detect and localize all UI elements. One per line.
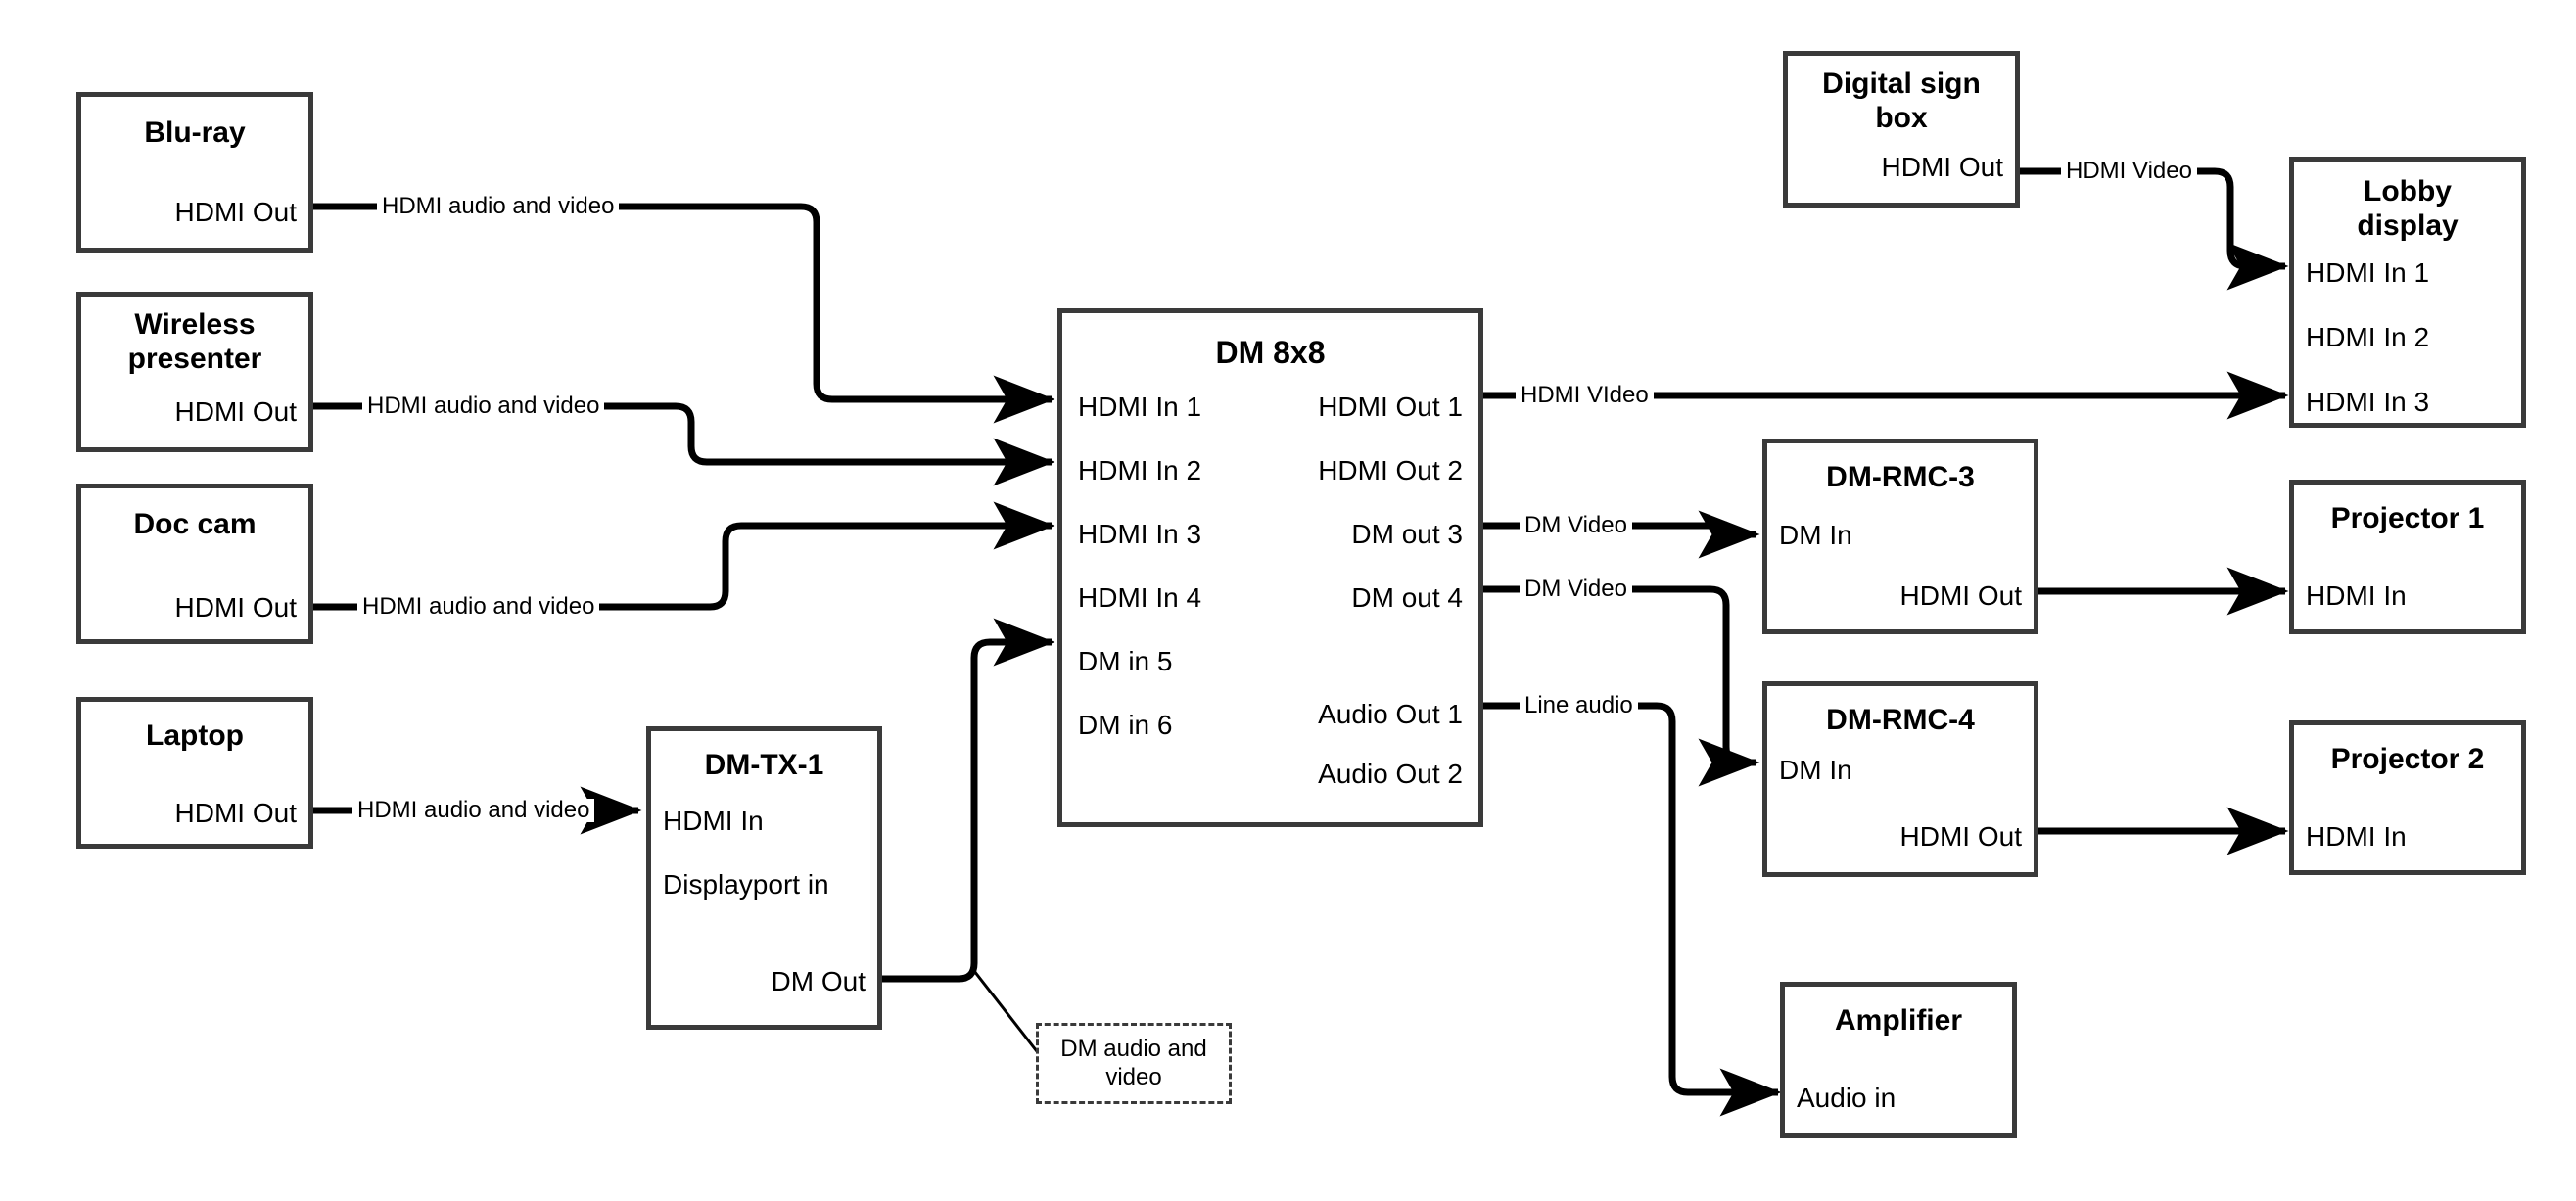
port-dmrmc3-dm-in: DM In (1779, 520, 1852, 550)
port-dm8x8-dm-in-6: DM in 6 (1078, 710, 1173, 740)
port-dm8x8-dm-out-3: DM out 3 (1351, 519, 1463, 549)
node-wireless-presenter[interactable]: Wireless presenter HDMI Out (76, 292, 313, 452)
port-dmrmc4-hdmi-out: HDMI Out (1899, 821, 2022, 852)
node-digital-sign-box-title: Digital sign box (1822, 68, 1981, 134)
node-dm-8x8[interactable]: DM 8x8 HDMI In 1 HDMI In 2 HDMI In 3 HDM… (1057, 308, 1483, 827)
node-dm-rmc-3[interactable]: DM-RMC-3 DM In HDMI Out (1762, 439, 2038, 634)
port-dmtx1-hdmi-in: HDMI In (663, 806, 764, 836)
node-laptop-title: Laptop (146, 719, 244, 752)
node-dm-8x8-title: DM 8x8 (1215, 335, 1326, 370)
wire-label-bluray-to-dm: HDMI audio and video (377, 195, 620, 218)
port-wireless-hdmi-out: HDMI Out (174, 396, 297, 427)
wire-digitalsign-to-lobby (2020, 167, 2289, 291)
node-lobby-display-title: Lobby display (2357, 175, 2459, 242)
node-projector-2[interactable]: Projector 2 HDMI In (2289, 720, 2526, 875)
wire-label-wireless-to-dm: HDMI audio and video (362, 394, 605, 418)
node-projector-2-title: Projector 2 (2330, 743, 2485, 775)
port-dm8x8-dm-in-5: DM in 5 (1078, 646, 1173, 676)
port-dmtx1-dm-out: DM Out (771, 966, 866, 996)
node-amplifier-title: Amplifier (1834, 1004, 1963, 1037)
port-dmrmc4-dm-in: DM In (1779, 755, 1852, 785)
port-dm8x8-dm-out-4: DM out 4 (1351, 582, 1463, 613)
node-bluray[interactable]: Blu-ray HDMI Out (76, 92, 313, 253)
wire-callout-leader (972, 970, 1042, 1056)
wire-wireless-to-dm8x8 (313, 402, 1055, 486)
wire-bluray-to-dm8x8 (313, 203, 1055, 424)
port-dmrmc3-hdmi-out: HDMI Out (1899, 580, 2022, 611)
callout-dm-audio-and-video: DM audio and video (1036, 1023, 1232, 1104)
wire-dmout4-to-rmc4 (1483, 585, 1760, 787)
node-dm-rmc-4-title: DM-RMC-4 (1826, 704, 1975, 736)
node-bluray-title: Blu-ray (144, 116, 246, 149)
port-dm8x8-audio-out-2: Audio Out 2 (1318, 759, 1463, 789)
wire-label-audioout1-to-amp: Line audio (1520, 694, 1638, 717)
port-laptop-hdmi-out: HDMI Out (174, 798, 297, 828)
port-doccam-hdmi-out: HDMI Out (174, 592, 297, 623)
port-projector1-hdmi-in: HDMI In (2306, 580, 2407, 611)
node-dm-tx-1[interactable]: DM-TX-1 HDMI In Displayport in DM Out (646, 726, 882, 1030)
wire-label-laptop-to-dmtx1: HDMI audio and video (352, 799, 595, 822)
node-laptop[interactable]: Laptop HDMI Out (76, 697, 313, 849)
port-dm8x8-audio-out-1: Audio Out 1 (1318, 699, 1463, 729)
wire-label-hdmiout1-to-lobby: HDMI VIdeo (1516, 384, 1654, 407)
port-dm8x8-hdmi-in-1: HDMI In 1 (1078, 392, 1202, 422)
wire-audioout1-to-amplifier (1483, 702, 1782, 1117)
port-dm8x8-hdmi-in-3: HDMI In 3 (1078, 519, 1202, 549)
node-doc-cam[interactable]: Doc cam HDMI Out (76, 484, 313, 644)
node-dm-tx-1-title: DM-TX-1 (704, 749, 824, 781)
port-dm8x8-hdmi-out-1: HDMI Out 1 (1318, 392, 1463, 422)
node-wireless-presenter-title: Wireless presenter (127, 308, 262, 375)
port-bluray-hdmi-out: HDMI Out (174, 197, 297, 227)
node-lobby-display[interactable]: Lobby display HDMI In 1 HDMI In 2 HDMI I… (2289, 157, 2526, 428)
port-projector2-hdmi-in: HDMI In (2306, 821, 2407, 852)
node-digital-sign-box[interactable]: Digital sign box HDMI Out (1783, 51, 2020, 208)
port-lobby-hdmi-in-3: HDMI In 3 (2306, 387, 2430, 417)
port-dmtx1-displayport-in: Displayport in (663, 869, 829, 900)
port-lobby-hdmi-in-2: HDMI In 2 (2306, 322, 2430, 352)
node-dm-rmc-3-title: DM-RMC-3 (1826, 461, 1975, 493)
node-dm-rmc-4[interactable]: DM-RMC-4 DM In HDMI Out (1762, 681, 2038, 877)
node-amplifier[interactable]: Amplifier Audio in (1780, 982, 2017, 1138)
wire-label-doccam-to-dm: HDMI audio and video (357, 595, 600, 619)
node-doc-cam-title: Doc cam (133, 508, 257, 540)
port-dm8x8-hdmi-in-2: HDMI In 2 (1078, 455, 1202, 485)
port-digitalsign-hdmi-out: HDMI Out (1881, 152, 2003, 182)
wire-label-dmout4-to-rmc4: DM Video (1520, 577, 1632, 601)
wire-label-digitalsign-to-lobby: HDMI Video (2061, 160, 2197, 183)
wire-dmtx1-to-dm8x8 (882, 618, 1055, 983)
port-dm8x8-hdmi-out-2: HDMI Out 2 (1318, 455, 1463, 485)
wire-label-dmout3-to-rmc3: DM Video (1520, 514, 1632, 537)
wire-doccam-to-dm8x8 (313, 501, 1055, 611)
port-dm8x8-hdmi-in-4: HDMI In 4 (1078, 582, 1202, 613)
node-projector-1[interactable]: Projector 1 HDMI In (2289, 480, 2526, 634)
port-lobby-hdmi-in-1: HDMI In 1 (2306, 257, 2430, 288)
node-projector-1-title: Projector 1 (2330, 502, 2485, 534)
wire-dmout3-to-rmc3 (1483, 510, 1760, 559)
port-amplifier-audio-in: Audio in (1797, 1083, 1897, 1113)
